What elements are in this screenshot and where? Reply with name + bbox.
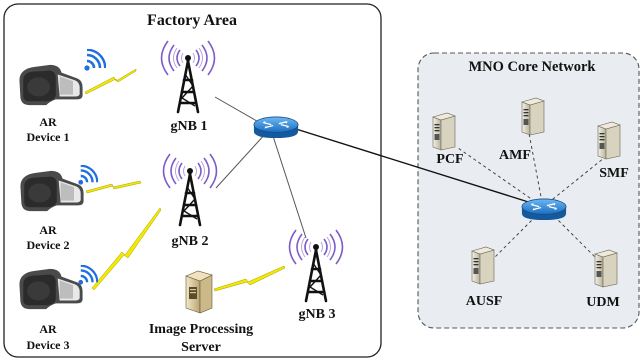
factory-area-title: Factory Area	[147, 12, 237, 29]
nf-pcf: PCF	[432, 112, 464, 167]
device-label-line1: AR	[39, 223, 57, 237]
server-icon	[471, 246, 495, 285]
factory-links	[214, 96, 307, 239]
nf-udm: UDM	[586, 249, 620, 310]
backhaul-link	[295, 128, 539, 206]
gnb-2: gNB 2	[162, 153, 218, 249]
nf-label: AMF	[499, 148, 531, 163]
nf-amf: AMF	[499, 97, 545, 163]
device-label-line1: AR	[39, 115, 57, 129]
device-label-line2: Device 3	[27, 338, 70, 352]
gnb-1: gNB 1	[160, 40, 216, 134]
server-icon	[597, 121, 621, 160]
gnb-label: gNB 3	[299, 307, 336, 322]
nf-label: SMF	[599, 166, 629, 181]
device-label-line2: Device 1	[27, 130, 70, 144]
gnb-label: gNB 1	[171, 119, 208, 134]
nf-label: AUSF	[466, 294, 503, 309]
gnb-3: gNB 3	[288, 229, 344, 322]
nf-label: UDM	[586, 295, 619, 310]
gnb-label: gNB 2	[172, 234, 209, 249]
core-links	[457, 127, 605, 263]
image-processing-server: Image Processing Server	[149, 270, 253, 355]
core-network-box	[417, 52, 640, 329]
wireless-bolt-server	[213, 265, 286, 292]
server-icon	[185, 270, 213, 314]
ar-device-3: AR Device 3	[19, 265, 98, 352]
server-label-line1: Image Processing	[149, 322, 253, 337]
nf-smf: SMF	[597, 121, 629, 181]
wireless-links	[84, 68, 286, 292]
core-network-title: MNO Core Network	[469, 59, 597, 75]
nf-label: PCF	[436, 152, 463, 167]
wireless-bolt-3	[91, 207, 162, 291]
wireless-bolt-2	[85, 180, 142, 194]
ar-device-1: AR Device 1	[19, 49, 106, 144]
server-icon	[594, 249, 618, 288]
device-label-line2: Device 2	[27, 238, 70, 252]
server-icon	[432, 112, 456, 151]
nf-ausf: AUSF	[466, 246, 503, 309]
core-router-icon	[521, 198, 567, 221]
server-label-line2: Server	[181, 340, 221, 355]
factory-router-icon	[253, 116, 299, 139]
wireless-bolt-1	[84, 68, 137, 95]
server-icon	[521, 97, 545, 136]
device-label-line1: AR	[39, 322, 57, 336]
ar-device-2: AR Device 2	[20, 165, 98, 252]
